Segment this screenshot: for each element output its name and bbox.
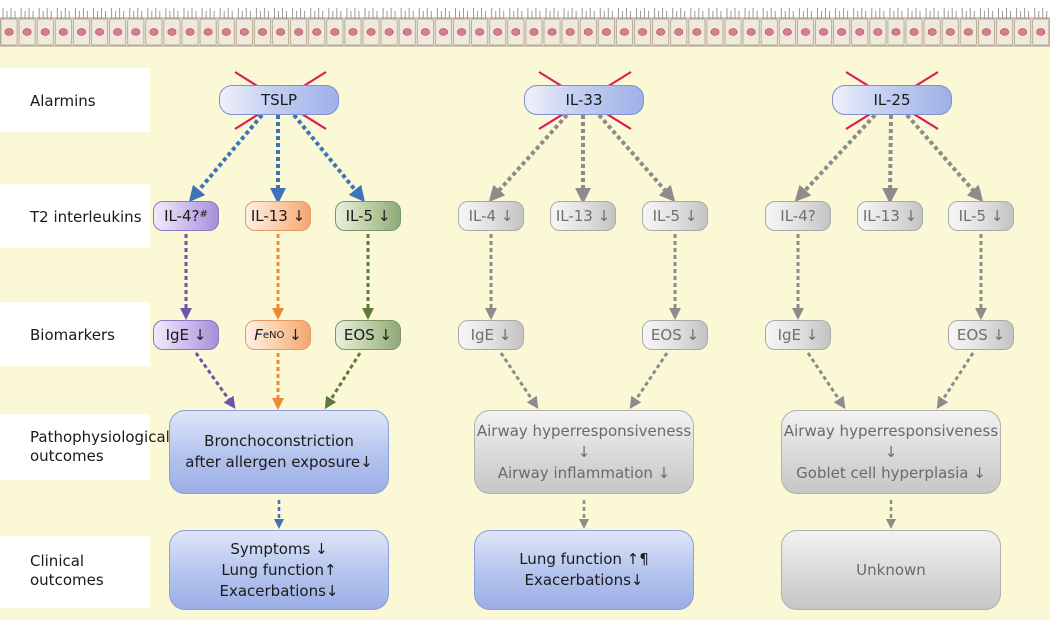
row-label-t2-interleukins: T2 interleukins [30, 208, 142, 226]
row-label-pathophysiological: Pathophysiological outcomes [30, 428, 170, 466]
tslp-ige: IgE ↓ [153, 320, 219, 350]
box-line: Airway hyperresponsiveness ↓ [783, 421, 999, 461]
box-line: Lung function↑ [221, 560, 337, 579]
tslp-clinical-box: Symptoms ↓ Lung function↑ Exacerbations↓ [169, 530, 389, 610]
tslp-il5: IL-5 ↓ [335, 201, 401, 231]
box-line: Bronchoconstriction [204, 432, 354, 450]
tslp-il13: IL-13 ↓ [245, 201, 311, 231]
arrows [180, 113, 987, 529]
il25-ige: IgE ↓ [765, 320, 831, 350]
tslp-il4: IL-4?# [153, 201, 219, 231]
box-line: Exacerbations↓ [219, 581, 339, 600]
box-line: Symptoms ↓ [230, 539, 328, 558]
box-line: after allergen exposure↓ [185, 453, 373, 471]
row-label-line: Clinical [30, 552, 85, 570]
row-label-line: Pathophysiological [30, 428, 170, 446]
box-line: Airway inflammation ↓ [497, 463, 671, 482]
box-line: Airway hyperresponsiveness ↓ [476, 421, 692, 461]
box-line: Goblet cell hyperplasia ↓ [796, 463, 986, 482]
il25-il13: IL-13 ↓ [857, 201, 923, 231]
tslp-eos: EOS ↓ [335, 320, 401, 350]
il33-clinical-box: Lung function ↑¶ Exacerbations↓ [474, 530, 694, 610]
alarmin-tslp: TSLP [219, 85, 339, 115]
row-label-line: outcomes [30, 447, 104, 465]
il25-il4: IL-4? [765, 201, 831, 231]
box-line: Exacerbations↓ [524, 571, 644, 589]
il33-ige: IgE ↓ [458, 320, 524, 350]
il33-il5: IL-5 ↓ [642, 201, 708, 231]
box-line: Lung function ↑¶ [519, 550, 649, 568]
row-label-line: outcomes [30, 571, 104, 589]
row-label-clinical: Clinical outcomes [30, 552, 104, 590]
alarmin-il33: IL-33 [524, 85, 644, 115]
box-line: Unknown [856, 560, 926, 579]
il25-clinical-box: Unknown [781, 530, 1001, 610]
il33-patho-box: Airway hyperresponsiveness ↓ Airway infl… [474, 410, 694, 494]
row-label-biomarkers: Biomarkers [30, 326, 115, 344]
row-label-bands [0, 68, 150, 608]
il33-eos: EOS ↓ [642, 320, 708, 350]
tslp-patho-box: Bronchoconstriction after allergen expos… [169, 410, 389, 494]
il25-patho-box: Airway hyperresponsiveness ↓ Goblet cell… [781, 410, 1001, 494]
il33-il4: IL-4 ↓ [458, 201, 524, 231]
il25-eos: EOS ↓ [948, 320, 1014, 350]
epithelium-cells [0, 8, 1050, 47]
row-label-alarmins: Alarmins [30, 92, 96, 110]
alarmin-il25: IL-25 [832, 85, 952, 115]
il25-il5: IL-5 ↓ [948, 201, 1014, 231]
il33-il13: IL-13 ↓ [550, 201, 616, 231]
